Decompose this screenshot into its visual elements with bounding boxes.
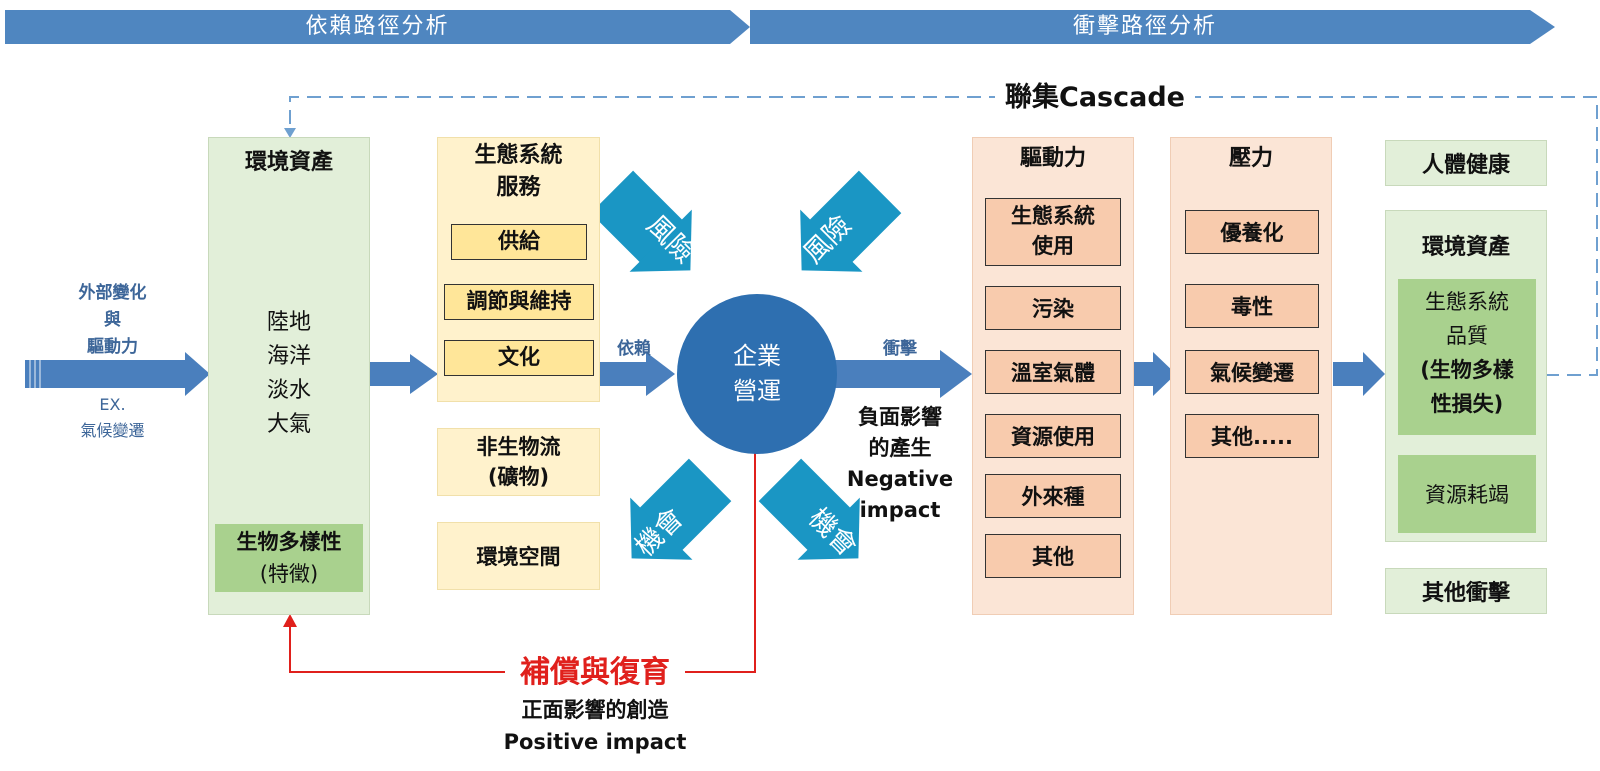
pressure-eutrophication: 優養化 <box>1185 210 1319 254</box>
depend-label: 依賴 <box>617 339 651 359</box>
negative-impact-line4: impact <box>859 498 941 522</box>
biodiversity-line1: 生物多樣性 <box>236 530 342 554</box>
human-health-box: 人體健康 <box>1385 140 1547 186</box>
resource-depletion-box: 資源耗竭 <box>1398 455 1536 533</box>
env-assets-panel: 環境資產 陸地 海洋 淡水 大氣 生物多樣性 (特徵) <box>208 137 370 615</box>
external-line2: 與 <box>104 310 121 330</box>
ecosystem-services-panel: 生態系統 服務 供給 調節與維持 文化 <box>437 137 600 402</box>
cascade-label: 聯集Cascade <box>995 80 1195 116</box>
pressure-toxicity: 毒性 <box>1185 284 1319 328</box>
cascade-dashed-line <box>289 96 1598 376</box>
ecosystem-quality-line3: (生物多樣 <box>1420 358 1514 382</box>
business-label: 企業 營運 <box>697 339 817 409</box>
external-ex-label: EX. <box>99 395 126 414</box>
env-asset-freshwater: 淡水 <box>266 378 311 403</box>
external-example: EX. 氣候變遷 <box>50 392 175 444</box>
compensation-line2: Positive impact <box>503 730 687 754</box>
ecosystem-quality-line4: 性損失) <box>1430 392 1504 416</box>
abiotic-flow-box: 非生物流 (礦物) <box>437 428 600 496</box>
negative-impact-label: 負面影響 的產生 Negative impact <box>840 402 960 526</box>
ecosystem-quality-box: 生態系統 品質 (生物多樣 性損失) <box>1398 279 1536 435</box>
env-space-box: 環境空間 <box>437 522 600 590</box>
negative-impact-line2: 的產生 <box>868 436 932 460</box>
biodiversity-line2: (特徵) <box>259 562 319 586</box>
impact-banner-label: 衝擊路徑分析 <box>1072 14 1217 39</box>
env-assets-list: 陸地 海洋 淡水 大氣 <box>209 306 369 442</box>
compensation-arrow-head <box>283 614 297 627</box>
env-asset-atmosphere: 大氣 <box>266 412 311 437</box>
risk-arrow-right <box>800 170 902 272</box>
business-circle <box>677 294 837 454</box>
driver-ecosystem-use-line1: 生態系統 <box>1011 204 1095 228</box>
driver-ghg: 溫室氣體 <box>985 350 1121 394</box>
service-cultural: 文化 <box>444 340 594 376</box>
pressure-other: 其他..... <box>1185 414 1319 458</box>
external-drivers-label: 外部變化 與 驅動力 <box>50 280 175 361</box>
drivers-title: 驅動力 <box>1019 146 1086 171</box>
assets-to-services-arrow <box>370 354 438 394</box>
external-ex-value: 氣候變遷 <box>80 421 145 440</box>
ecosystem-quality-line2: 品質 <box>1446 324 1488 348</box>
pressures-title: 壓力 <box>1228 146 1273 171</box>
ecosystem-quality-line1: 生態系統 <box>1425 290 1509 314</box>
env-asset-ocean: 海洋 <box>266 344 311 369</box>
impact-env-assets-title: 環境資產 <box>1421 235 1510 260</box>
impact-banner-arrow <box>750 10 1555 44</box>
abiotic-flow-line2: (礦物) <box>487 465 550 489</box>
env-assets-title: 環境資產 <box>244 150 333 175</box>
ecosystem-services-title: 生態系統 服務 <box>438 140 599 204</box>
impact-arrow <box>835 350 972 398</box>
pressures-panel: 壓力 優養化 毒性 氣候變遷 其他..... <box>1170 137 1332 615</box>
risk-arrow-left <box>590 170 692 272</box>
external-line3: 驅動力 <box>87 337 138 357</box>
business-line1: 企業 <box>733 342 781 370</box>
opportunity-arrow-left <box>630 458 732 560</box>
external-line1: 外部變化 <box>78 283 147 303</box>
driver-ecosystem-use-line2: 使用 <box>1032 234 1074 258</box>
compensation-line1: 正面影響的創造 <box>521 698 669 722</box>
biodiversity-box: 生物多樣性 (特徵) <box>215 524 363 592</box>
external-input-arrow <box>25 352 210 396</box>
compensation-title: 補償與復育 <box>505 653 685 693</box>
driver-other: 其他 <box>985 534 1121 578</box>
service-regulating: 調節與維持 <box>444 284 594 320</box>
business-line2: 營運 <box>733 377 781 405</box>
driver-ecosystem-use: 生態系統 使用 <box>985 198 1121 266</box>
driver-invasive-species: 外來種 <box>985 474 1121 518</box>
opportunity-arrow-right <box>758 458 860 560</box>
negative-impact-line1: 負面影響 <box>858 405 942 429</box>
depend-arrow <box>600 352 675 396</box>
negative-impact-line3: Negative <box>846 467 954 491</box>
cascade-arrow-head <box>284 128 296 138</box>
ecosystem-services-title-line2: 服務 <box>496 175 541 200</box>
driver-pollution: 污染 <box>985 286 1121 330</box>
ecosystem-services-title-line1: 生態系統 <box>474 143 563 168</box>
other-impacts-box: 其他衝擊 <box>1385 568 1547 614</box>
drivers-to-pressures-arrow <box>1133 352 1176 396</box>
abiotic-flow-line1: 非生物流 <box>476 435 561 459</box>
env-asset-land: 陸地 <box>266 310 311 335</box>
dependency-banner-arrow <box>5 10 750 44</box>
pressures-to-impacts-arrow <box>1333 352 1385 396</box>
impact-label: 衝擊 <box>883 339 917 359</box>
impact-env-assets-panel: 環境資產 生態系統 品質 (生物多樣 性損失) 資源耗竭 <box>1385 210 1547 542</box>
dependency-banner-label: 依賴路徑分析 <box>305 14 450 39</box>
drivers-panel: 驅動力 生態系統 使用 污染 溫室氣體 資源使用 外來種 其他 <box>972 137 1134 615</box>
driver-resource-use: 資源使用 <box>985 414 1121 458</box>
service-provisioning: 供給 <box>451 224 587 260</box>
compensation-sub: 正面影響的創造 Positive impact <box>490 694 700 758</box>
pressure-climate-change: 氣候變遷 <box>1185 350 1319 394</box>
